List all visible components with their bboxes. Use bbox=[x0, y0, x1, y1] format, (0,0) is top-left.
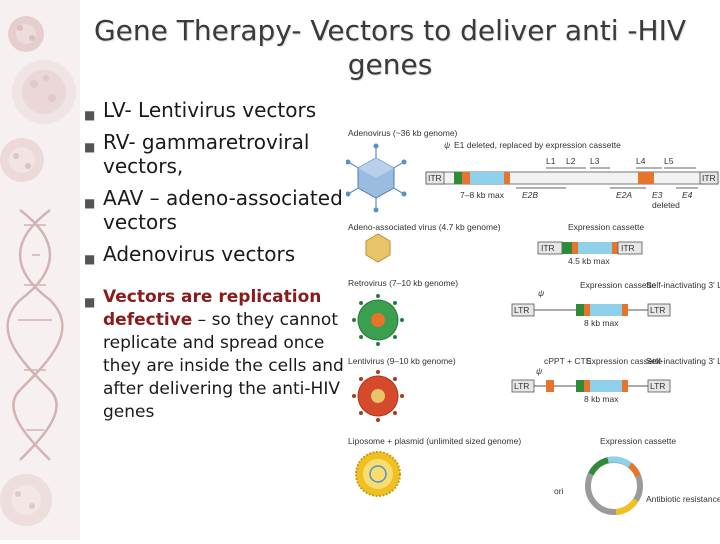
ad-itr-left: ITR bbox=[428, 173, 442, 183]
ad-gene-e2a: E2A bbox=[616, 190, 632, 200]
lv-cppt: cPPT + CTS bbox=[544, 356, 592, 366]
list-item: ■ AAV – adeno-associated vectors bbox=[84, 186, 354, 234]
liposome-icon bbox=[355, 451, 401, 497]
ad-gene-l4: L4 bbox=[636, 156, 646, 166]
ad-gene-l1: L1 bbox=[546, 156, 556, 166]
rv-max: 8 kb max bbox=[584, 318, 619, 328]
ad-psi: ψ bbox=[444, 140, 450, 150]
lipo-resistance: Antibiotic resistance gene bbox=[646, 494, 720, 504]
ad-gene-l2: L2 bbox=[566, 156, 576, 166]
aav-cassette: Expression cassette bbox=[568, 222, 644, 232]
retrovirus-icon bbox=[352, 294, 404, 346]
ad-gene-e3: E3 bbox=[652, 190, 663, 200]
plasmid-icon bbox=[585, 456, 643, 515]
note-text: – so they cannot replicate and spread on… bbox=[103, 310, 344, 422]
aav-max: 4.5 kb max bbox=[568, 256, 610, 266]
aav-itr-left: ITR bbox=[541, 243, 555, 253]
lv-cassette: Expression cassette bbox=[586, 356, 662, 366]
rv-cassette: Expression cassette bbox=[580, 280, 656, 290]
aav-icon bbox=[365, 233, 391, 263]
ad-gene-e4: E4 bbox=[682, 190, 693, 200]
rv-ltr-right: LTR bbox=[650, 305, 665, 315]
lentivirus-label: Lentivirus (9–10 kb genome) bbox=[348, 356, 456, 366]
ad-max: 7–8 kb max bbox=[460, 190, 505, 200]
list-item: ■ Adenovirus vectors bbox=[84, 242, 354, 266]
virus-icon bbox=[8, 16, 44, 52]
ad-deleted: deleted bbox=[652, 200, 680, 210]
bullet-icon: ■ bbox=[84, 295, 96, 309]
lv-ltr-right: LTR bbox=[650, 381, 665, 391]
bullet-icon: ■ bbox=[84, 140, 96, 154]
lipo-ori: ori bbox=[554, 486, 564, 496]
virus-icon bbox=[0, 138, 44, 182]
ad-replaced: E1 deleted, replaced by expression casse… bbox=[454, 140, 621, 150]
list-item: ■ LV- Lentivirus vectors bbox=[84, 98, 354, 122]
ad-gene-e2b: E2B bbox=[522, 190, 538, 200]
lentivirus-icon bbox=[352, 370, 404, 422]
decorative-sidebar bbox=[0, 0, 80, 540]
adenovirus-icon bbox=[345, 143, 407, 213]
rv-sin: Self-inactivating 3' LTR bbox=[646, 280, 720, 290]
bullet-icon: ■ bbox=[84, 196, 96, 210]
note-emphasis: Vectors are replication defective bbox=[103, 287, 322, 330]
ad-itr-right: ITR bbox=[702, 173, 716, 183]
bullet-icon: ■ bbox=[84, 108, 96, 122]
aav-label: Adeno-associated virus (4.7 kb genome) bbox=[348, 222, 501, 232]
dna-helix-icon bbox=[6, 209, 64, 461]
bullet-list: ■ LV- Lentivirus vectors ■ RV- gammaretrov… bbox=[84, 98, 354, 424]
vector-figure: Adenovirus (~36 kb genome) ψ E1 deleted,… bbox=[345, 128, 720, 528]
aav-itr-right: ITR bbox=[621, 243, 635, 253]
virus-icon bbox=[0, 474, 52, 526]
vector-diagram: Adenovirus (~36 kb genome) ψ E1 deleted,… bbox=[345, 128, 720, 515]
ad-gene-l5: L5 bbox=[664, 156, 674, 166]
adenovirus-label: Adenovirus (~36 kb genome) bbox=[348, 128, 458, 138]
ad-gene-l3: L3 bbox=[590, 156, 600, 166]
retrovirus-label: Retrovirus (7–10 kb genome) bbox=[348, 278, 458, 288]
bullet-text: AAV – adeno-associated vectors bbox=[103, 186, 343, 234]
lipo-cassette: Expression cassette bbox=[600, 436, 676, 446]
liposome-label: Liposome + plasmid (unlimited sized geno… bbox=[348, 436, 521, 446]
page-title: Gene Therapy- Vectors to deliver anti -H… bbox=[93, 14, 687, 81]
lv-psi: ψ bbox=[536, 366, 542, 376]
note-item: ■ Vectors are replication defective – so … bbox=[84, 286, 354, 424]
virus-icon bbox=[12, 60, 76, 124]
bullet-icon: ■ bbox=[84, 252, 96, 266]
bullet-text: Adenovirus vectors bbox=[103, 242, 296, 266]
bullet-text: LV- Lentivirus vectors bbox=[103, 98, 317, 122]
lv-ltr-left: LTR bbox=[514, 381, 529, 391]
rv-ltr-left: LTR bbox=[514, 305, 529, 315]
bullet-text: RV- gammaretroviral vectors, bbox=[103, 130, 310, 178]
list-item: ■ RV- gammaretroviral vectors, bbox=[84, 130, 354, 178]
sidebar-art bbox=[0, 0, 80, 540]
rv-psi: ψ bbox=[538, 288, 544, 298]
lv-sin: Self-inactivating 3' LTR bbox=[646, 356, 720, 366]
lv-max: 8 kb max bbox=[584, 394, 619, 404]
